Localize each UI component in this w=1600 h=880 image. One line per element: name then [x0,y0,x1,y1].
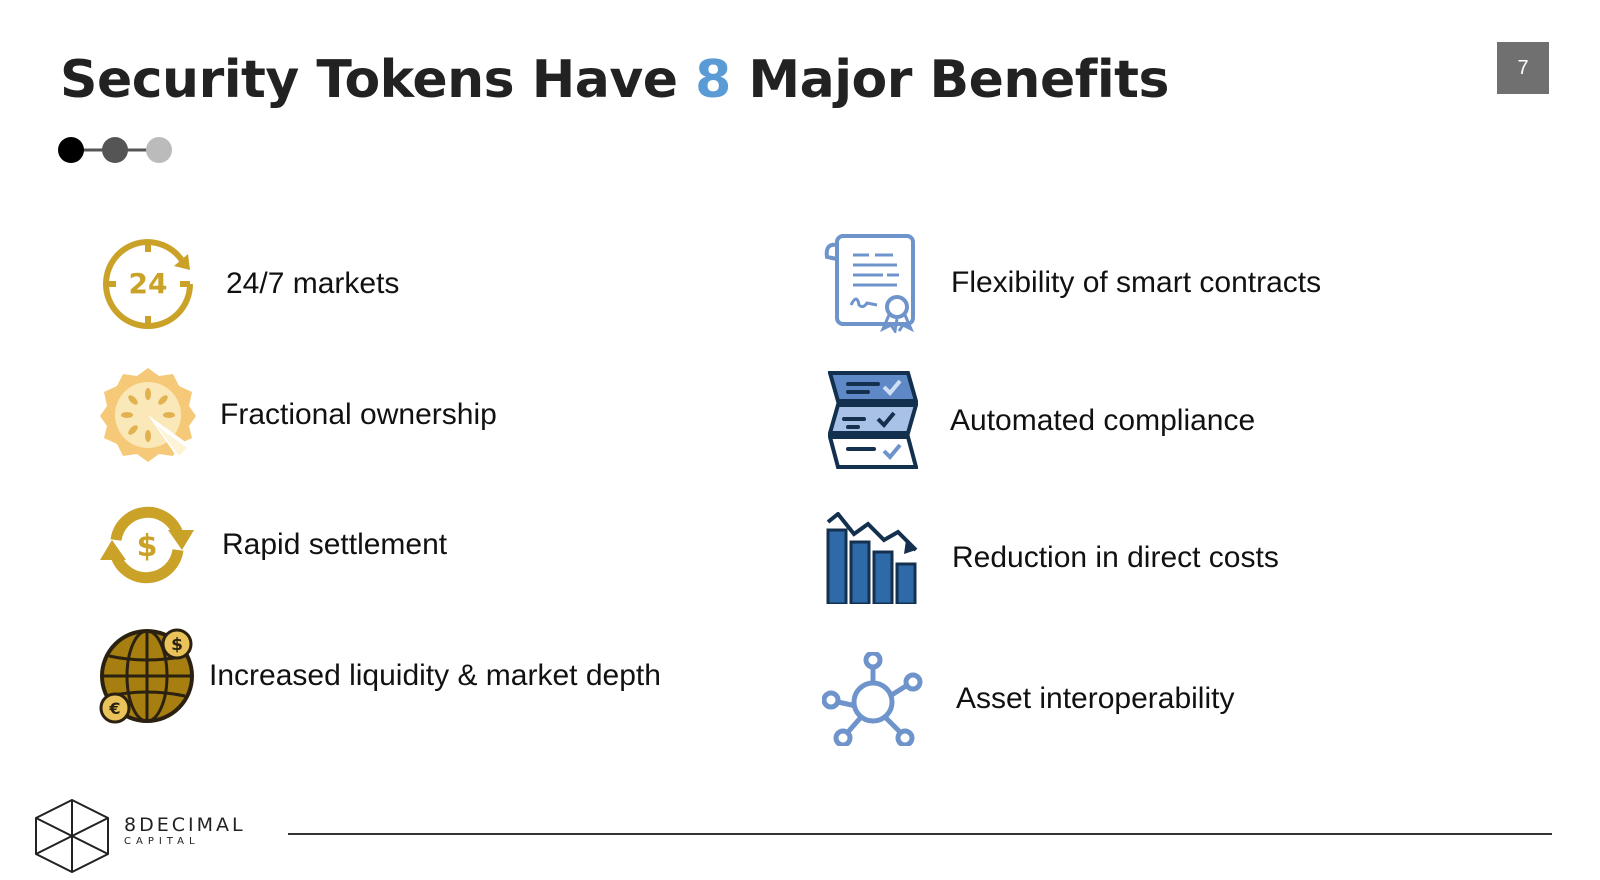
clock-24-icon: 24 [100,236,196,332]
title-number: 8 [695,50,731,110]
benefit-label: Asset interoperability [956,682,1235,715]
benefit-label: Reduction in direct costs [952,541,1279,574]
benefit-label: Flexibility of smart contracts [951,266,1322,299]
benefit-smart-contracts: Flexibility of smart contracts [823,233,1321,333]
cube-logo-icon [35,798,109,874]
contract-certificate-icon [823,233,919,333]
benefit-24-7-markets: 24 24/7 markets [100,236,399,332]
benefit-fractional-ownership: Fractional ownership [99,366,497,464]
benefit-automated-compliance: Automated compliance [828,371,1255,471]
benefit-label: Fractional ownership [220,398,497,431]
benefit-label: Increased liquidity & market depth [209,659,661,692]
network-hub-icon [822,652,924,746]
svg-text:$: $ [137,529,158,564]
benefit-label: Automated compliance [950,404,1256,437]
benefit-reduction-costs: Reduction in direct costs [826,512,1279,604]
title-text-start: Security Tokens Have [60,50,696,110]
benefit-increased-liquidity: $ € Increased liquidity & market depth [99,628,661,724]
benefit-asset-interoperability: Asset interoperability [822,652,1234,746]
logo-name: 8DECIMAL [124,814,246,836]
slide-title: Security Tokens Have 8 Major Benefits [60,50,1169,110]
benefit-label: Rapid settlement [222,528,448,561]
benefit-label: 24/7 markets [226,267,400,300]
svg-text:24: 24 [129,267,168,300]
progress-dot-mid [102,137,128,163]
title-text-end: Major Benefits [730,50,1169,110]
checklist-icon [828,371,918,471]
progress-dots [58,137,172,163]
svg-text:$: $ [171,635,183,655]
svg-text:€: € [108,699,120,718]
globe-coins-icon: $ € [99,628,197,724]
progress-dot-inactive [146,137,172,163]
company-logo: 8DECIMAL CAPITAL [124,815,246,849]
progress-dot-active [58,137,84,163]
declining-bar-chart-icon [826,512,918,604]
footer-divider [288,833,1552,835]
benefit-rapid-settlement: $ Rapid settlement [98,500,447,590]
pie-slice-icon [99,366,197,464]
logo-subtitle: CAPITAL [124,836,200,847]
dollar-exchange-icon: $ [98,500,196,590]
page-number-badge: 7 [1497,42,1549,94]
